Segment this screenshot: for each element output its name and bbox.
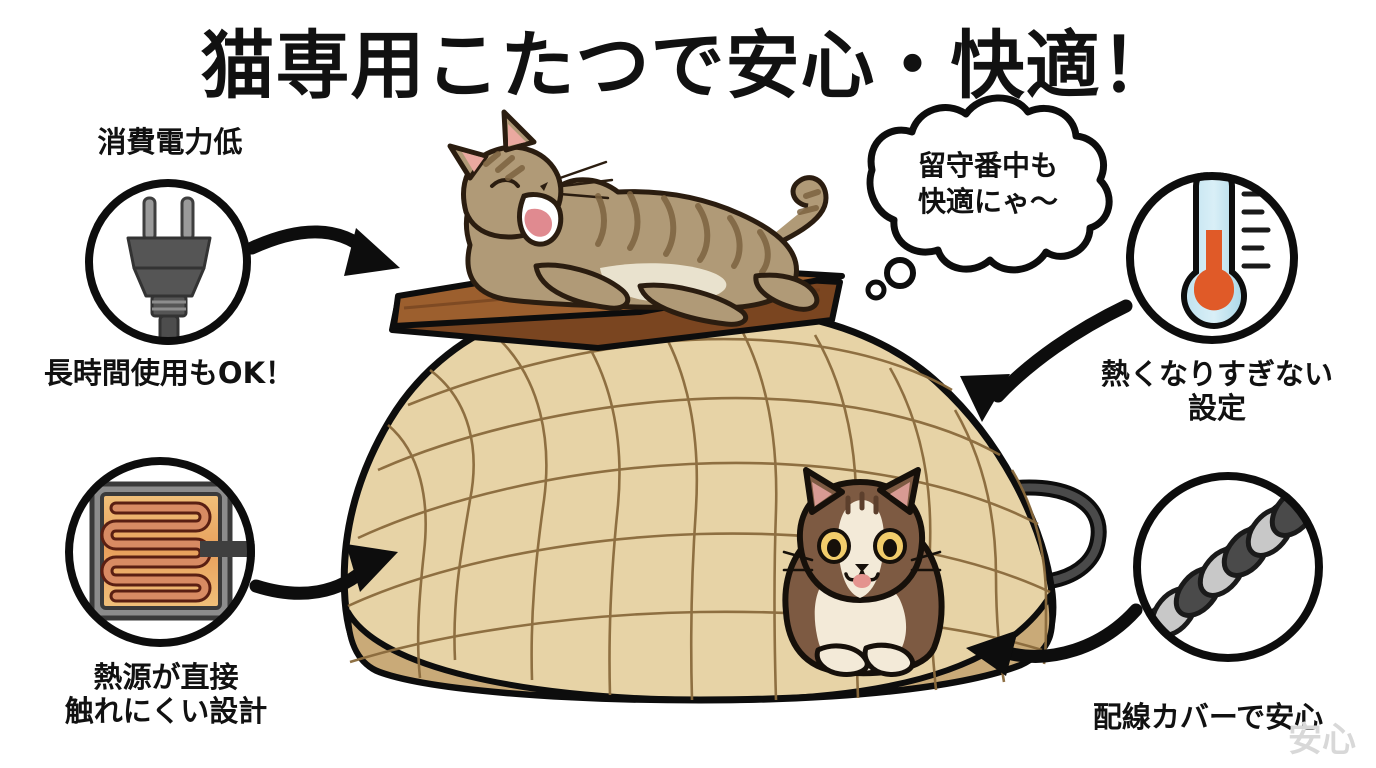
label-low-power-caption: 長時間使用もOK！	[43, 356, 295, 390]
arrow-top-right	[960, 299, 1133, 422]
watermark: 安心	[1288, 720, 1356, 760]
kotatsu-futon	[340, 308, 1057, 704]
label-low-power-heading: 消費電力低	[97, 125, 243, 159]
arrow-top-left	[245, 225, 400, 276]
arrow-bottom-right	[966, 603, 1143, 676]
badge-ring-cord-cover[interactable]	[1133, 472, 1323, 662]
arrow-bottom-left	[249, 544, 398, 600]
bottom-cat	[782, 467, 945, 677]
label-heat-source-caption: 熱源が直接 触れにくい設計	[64, 660, 268, 729]
thought-bubble	[865, 94, 1113, 301]
label-temperature-caption: 熱くなりすぎない 設定	[1100, 357, 1333, 426]
label-cord-cover-caption: 配線カバーで安心	[1092, 700, 1324, 734]
page-title: 猫専用こたつで安心・快適！	[200, 23, 1176, 109]
top-cat	[447, 109, 829, 327]
badge-ring-temperature[interactable]	[1126, 172, 1298, 344]
badge-ring-low-power[interactable]	[85, 179, 251, 345]
badge-ring-heat-source[interactable]	[65, 457, 255, 647]
thought-bubble-text: 留守番中も 快適にゃ〜	[917, 149, 1058, 219]
